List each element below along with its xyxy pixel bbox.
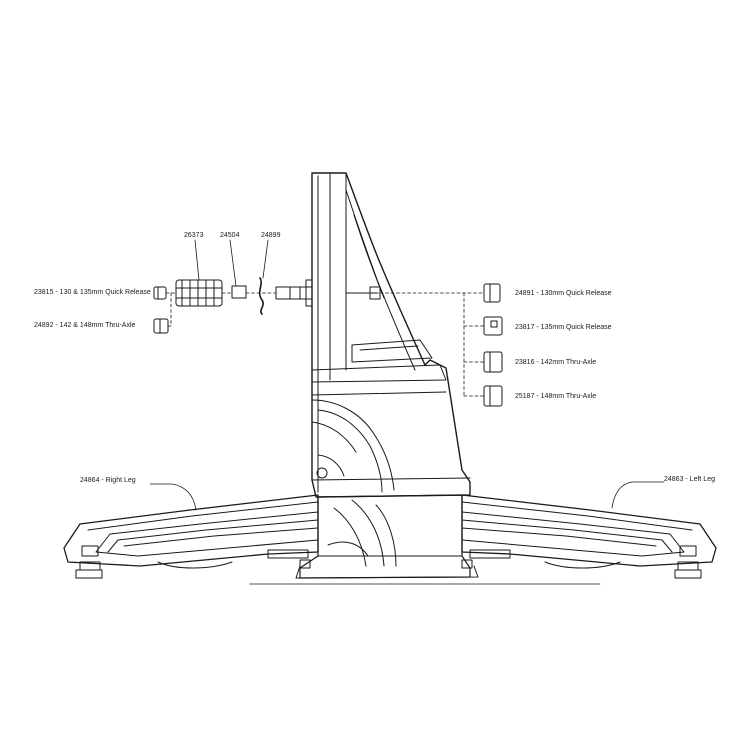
leader-lines bbox=[149, 239, 665, 511]
callout-23815: 23815 - 130 & 135mm Quick Release bbox=[34, 289, 151, 296]
washer-part bbox=[258, 277, 264, 315]
callout-24891: 24891 - 130mm Quick Release bbox=[515, 290, 612, 297]
end-cap-qr-left bbox=[153, 286, 167, 300]
right-leg bbox=[63, 494, 319, 579]
assembly-lines bbox=[165, 292, 485, 397]
callout-26373: 26373 bbox=[184, 232, 204, 239]
freehub-part bbox=[175, 279, 223, 307]
axle bbox=[275, 279, 381, 307]
end-cap-25187 bbox=[483, 385, 503, 407]
callout-right-leg: 24864 - Right Leg bbox=[80, 477, 136, 484]
callout-24892: 24892 - 142 & 148mm Thru-Axle bbox=[34, 322, 136, 329]
end-cap-23817 bbox=[483, 316, 503, 336]
trainer-base bbox=[295, 494, 479, 579]
callout-25187: 25187 - 148mm Thru-Axle bbox=[515, 393, 597, 400]
callout-left-leg: 24863 - Left Leg bbox=[664, 476, 715, 483]
callout-24504: 24504 bbox=[220, 232, 240, 239]
end-cap-23816 bbox=[483, 351, 503, 373]
trainer-body bbox=[311, 172, 471, 498]
callout-23817: 23817 - 135mm Quick Release bbox=[515, 324, 612, 331]
spacer-part bbox=[231, 285, 247, 299]
end-cap-24891 bbox=[483, 283, 501, 303]
callout-24899: 24899 bbox=[261, 232, 281, 239]
callout-23816: 23816 - 142mm Thru-Axle bbox=[515, 359, 597, 366]
left-leg bbox=[461, 494, 717, 579]
end-cap-thru-left bbox=[153, 318, 169, 334]
